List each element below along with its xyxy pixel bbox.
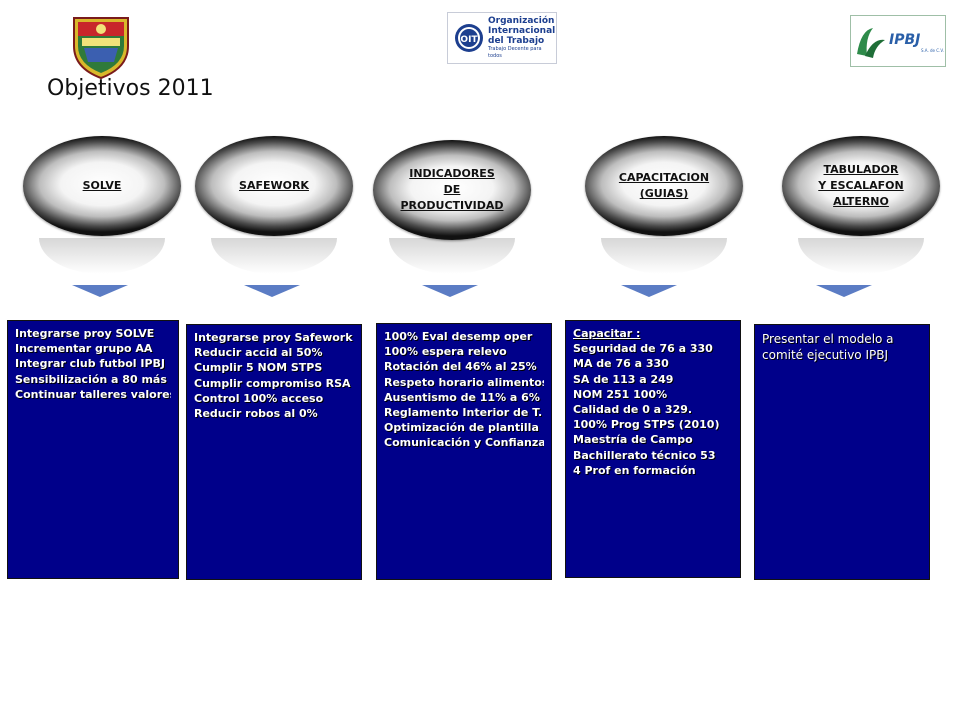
heading-oval-tabulador: TABULADOR Y ESCALAFON ALTERNO — [782, 136, 940, 236]
box-item: Calidad de 0 a 329. — [573, 403, 693, 417]
oval-reflection — [601, 238, 727, 274]
school-shield-logo — [70, 12, 132, 80]
box-item: Integrarse proy Safework — [194, 331, 353, 344]
box-safework: Integrarse proy Safework Reducir accid a… — [186, 324, 362, 580]
svg-text:OIT: OIT — [460, 35, 478, 45]
box-item: Continuar talleres valores — [15, 387, 171, 401]
oit-emblem-icon: OIT — [455, 24, 483, 52]
down-arrow-icon — [621, 285, 677, 297]
heading-label: INDICADORES DE PRODUCTIVIDAD — [400, 167, 504, 212]
oit-logo-line1: Organización — [488, 16, 555, 26]
heading-label: TABULADOR Y ESCALAFON ALTERNO — [818, 163, 904, 208]
box-item: Maestría de Campo — [573, 433, 693, 447]
box-item: Cumplir 5 NOM STPS — [194, 361, 323, 375]
heading-label: SAFEWORK — [239, 179, 309, 192]
box-item: Ausentismo de 11% a 6% — [384, 390, 540, 404]
ipbj-logo: IPBJ S.A. de C.V. — [850, 15, 946, 67]
oit-logo-line3: del Trabajo — [488, 36, 545, 46]
box-item: Presentar el modelo a comité ejecutivo I… — [762, 332, 894, 362]
oval-reflection — [798, 238, 924, 274]
box-item: Reducir robos al 0% — [194, 407, 318, 421]
box-item: Incrementar grupo AA — [15, 342, 153, 356]
box-item: Respeto horario alimentos — [384, 375, 544, 389]
heading-label: CAPACITACION (GUIAS) — [618, 171, 710, 200]
box-item: Capacitar : — [573, 327, 641, 340]
box-item: Integrar club futbol IPBJ — [15, 357, 165, 371]
box-item: Reglamento Interior de T. — [384, 406, 543, 420]
page-title: Objetivos 2011 — [47, 76, 214, 101]
down-arrow-icon — [72, 285, 128, 297]
svg-text:IPBJ: IPBJ — [889, 32, 920, 48]
down-arrow-icon — [816, 285, 872, 297]
box-item: Cumplir compromiso RSA — [194, 376, 351, 390]
column-safework: SAFEWORK — [189, 0, 365, 720]
box-item: Seguridad de 76 a 330 — [573, 342, 713, 356]
box-item: Bachillerato técnico 53 — [573, 448, 716, 462]
oval-reflection — [39, 238, 165, 274]
oval-reflection — [389, 238, 515, 274]
heading-oval-capacitacion: CAPACITACION (GUIAS) — [585, 136, 743, 236]
box-item: Integrarse proy SOLVE — [15, 327, 155, 340]
box-item: NOM 251 100% — [573, 387, 668, 401]
heading-oval-indicadores: INDICADORES DE PRODUCTIVIDAD — [373, 140, 531, 240]
oit-logo: OIT Organización Internacional del Traba… — [447, 12, 557, 64]
box-item: Control 100% acceso — [194, 391, 324, 405]
heading-oval-solve: SOLVE — [23, 136, 181, 236]
box-item: 100% Eval desemp oper — [384, 330, 533, 343]
box-item: SA de 113 a 249 — [573, 372, 674, 386]
oit-logo-tagline: Trabajo Decente para todos — [488, 46, 542, 59]
oval-reflection — [211, 238, 337, 274]
box-item: Rotación del 46% al 25% — [384, 360, 537, 374]
box-item: Optimización de plantilla — [384, 421, 539, 435]
oit-logo-line2: Internacional — [488, 26, 556, 36]
heading-label: SOLVE — [82, 179, 122, 192]
down-arrow-icon — [422, 285, 478, 297]
box-solve: Integrarse proy SOLVE Incrementar grupo … — [7, 320, 179, 579]
box-item: Reducir accid al 50% — [194, 346, 323, 360]
box-indicadores: 100% Eval desemp oper 100% espera relevo… — [376, 323, 552, 580]
box-item: Comunicación y Confianza — [384, 436, 544, 450]
box-item: 100% Prog STPS (2010) — [573, 418, 720, 432]
box-capacitacion: Capacitar : Seguridad de 76 a 330 MA de … — [565, 320, 741, 578]
column-tabulador: TABULADOR Y ESCALAFON ALTERNO — [776, 0, 952, 720]
heading-oval-safework: SAFEWORK — [195, 136, 353, 236]
column-capacitacion: CAPACITACION (GUIAS) — [579, 0, 755, 720]
box-tabulador: Presentar el modelo a comité ejecutivo I… — [754, 324, 930, 580]
box-item: Sensibilización a 80 más — [15, 372, 167, 386]
box-item: 4 Prof en formación — [573, 463, 696, 477]
box-item: MA de 76 a 330 — [573, 357, 669, 371]
svg-text:S.A. de C.V.: S.A. de C.V. — [921, 48, 944, 53]
box-item: 100% espera relevo — [384, 345, 507, 359]
column-indicadores: INDICADORES DE PRODUCTIVIDAD — [367, 0, 543, 720]
down-arrow-icon — [244, 285, 300, 297]
column-solve: SOLVE — [17, 0, 193, 720]
